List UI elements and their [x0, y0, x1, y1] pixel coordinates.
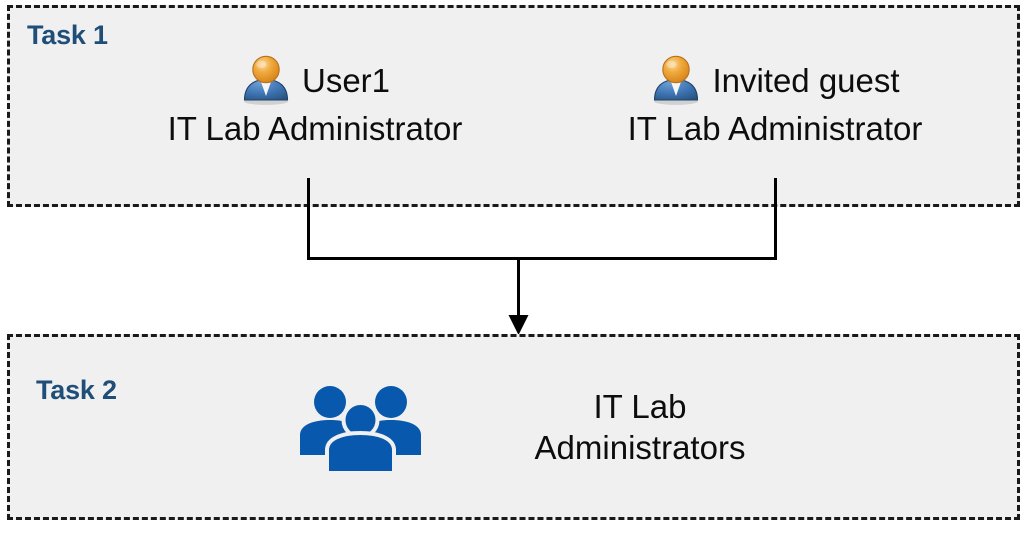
member-invited-guest-name: Invited guest: [712, 61, 900, 99]
member-invited-guest: Invited guest IT Lab Administrator: [570, 52, 980, 145]
single-user-icon: [654, 55, 699, 105]
member-user1-header: User1: [130, 52, 500, 108]
group-name-label: IT Lab Administrators: [534, 388, 746, 466]
member-invited-guest-role: IT Lab Administrator: [627, 110, 923, 147]
task-2-label: Task 2: [36, 375, 117, 405]
single-user-icon: [243, 55, 289, 105]
arrowhead-down-icon: [508, 315, 529, 335]
member-invited-guest-header: Invited guest: [570, 52, 980, 108]
task-1-label: Task 1: [27, 20, 108, 50]
task-1-group-box: [7, 5, 1020, 207]
member-user1-role: IT Lab Administrator: [167, 110, 463, 147]
member-user1-name: User1: [301, 61, 391, 99]
user-group-icon: [299, 386, 421, 475]
member-user1: User1 IT Lab Administrator: [130, 52, 500, 145]
group-it-lab-administrators: IT Lab Administrators: [170, 380, 870, 475]
task-2-group-box: [7, 334, 1020, 520]
